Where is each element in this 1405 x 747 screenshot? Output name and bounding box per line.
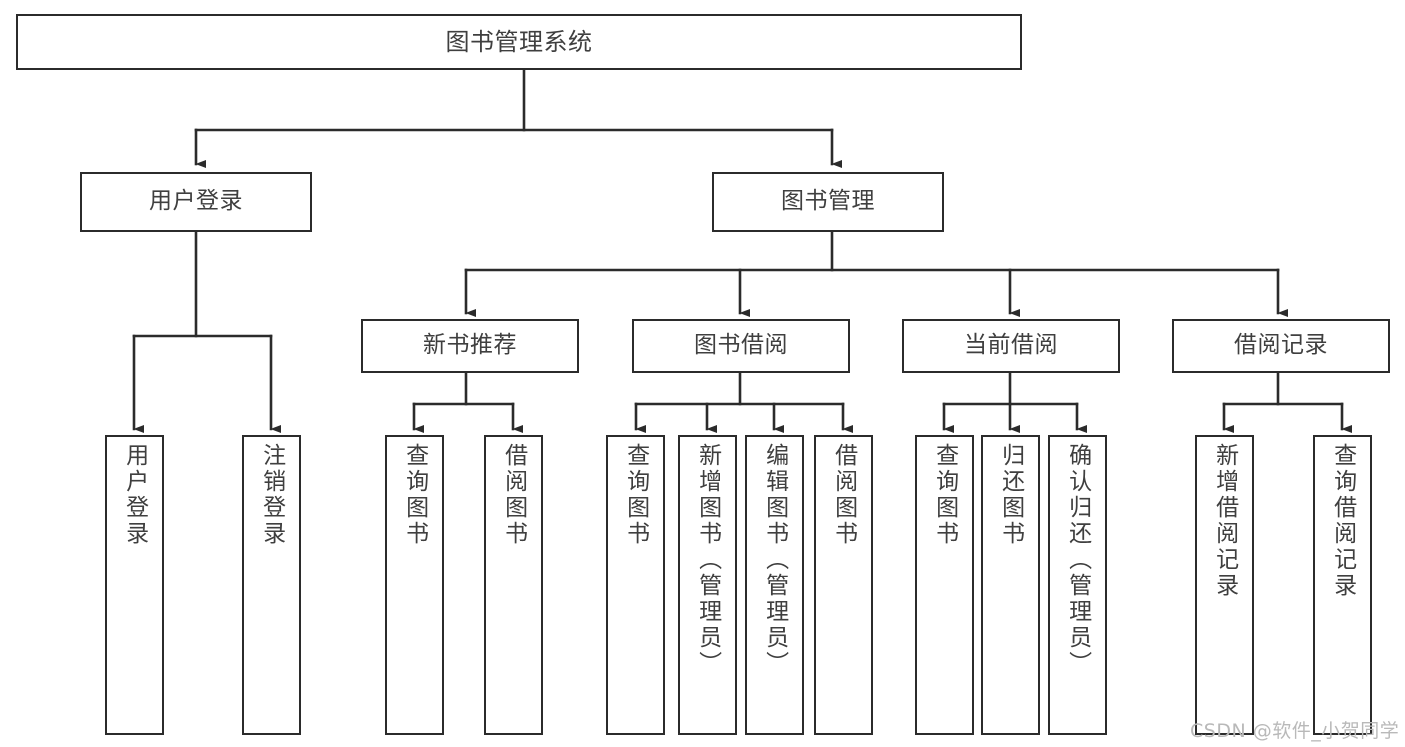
node-label: 查询图书	[622, 443, 649, 547]
node-label: 图书借阅	[694, 332, 788, 359]
leaf-borrow-edit-book-admin[interactable]: 编辑图书（管理员）	[745, 435, 804, 735]
node-new-book-recommendation[interactable]: 新书推荐	[361, 319, 579, 373]
node-label: 新增图书（管理员）	[694, 443, 721, 677]
leaf-current-confirm-return-admin[interactable]: 确认归还（管理员）	[1048, 435, 1107, 735]
node-label: 查询图书	[401, 443, 428, 547]
node-label: 借阅记录	[1234, 332, 1328, 359]
leaf-record-add-borrow-record[interactable]: 新增借阅记录	[1195, 435, 1254, 735]
node-label: 查询借阅记录	[1329, 443, 1356, 599]
node-label: 新增借阅记录	[1211, 443, 1238, 599]
node-label: 借阅图书	[830, 443, 857, 547]
node-label: 当前借阅	[964, 332, 1058, 359]
leaf-current-return-books[interactable]: 归还图书	[981, 435, 1040, 735]
leaf-record-query-borrow-record[interactable]: 查询借阅记录	[1313, 435, 1372, 735]
leaf-user-login-logout[interactable]: 注销登录	[242, 435, 301, 735]
node-label: 确认归还（管理员）	[1064, 443, 1091, 677]
leaf-borrow-query-books[interactable]: 查询图书	[606, 435, 665, 735]
leaf-borrow-add-book-admin[interactable]: 新增图书（管理员）	[678, 435, 737, 735]
node-label: 新书推荐	[423, 332, 517, 359]
node-borrowing-records[interactable]: 借阅记录	[1172, 319, 1390, 373]
node-label: 用户登录	[121, 443, 148, 547]
leaf-current-query-books[interactable]: 查询图书	[915, 435, 974, 735]
node-user-login[interactable]: 用户登录	[80, 172, 312, 232]
node-label: 注销登录	[258, 443, 285, 547]
node-label: 图书管理	[781, 188, 875, 215]
node-book-borrowing[interactable]: 图书借阅	[632, 319, 850, 373]
node-label: 查询图书	[931, 443, 958, 547]
node-root-book-management-system[interactable]: 图书管理系统	[16, 14, 1022, 70]
node-current-borrowing[interactable]: 当前借阅	[902, 319, 1120, 373]
node-label: 编辑图书（管理员）	[761, 443, 788, 677]
node-label: 图书管理系统	[445, 27, 593, 56]
node-label: 用户登录	[149, 188, 243, 215]
node-book-management[interactable]: 图书管理	[712, 172, 944, 232]
leaf-new-book-query-books[interactable]: 查询图书	[385, 435, 444, 735]
node-label: 借阅图书	[500, 443, 527, 547]
leaf-borrow-borrow-books[interactable]: 借阅图书	[814, 435, 873, 735]
leaf-user-login-login[interactable]: 用户登录	[105, 435, 164, 735]
node-label: 归还图书	[997, 443, 1024, 547]
leaf-new-book-borrow-books[interactable]: 借阅图书	[484, 435, 543, 735]
